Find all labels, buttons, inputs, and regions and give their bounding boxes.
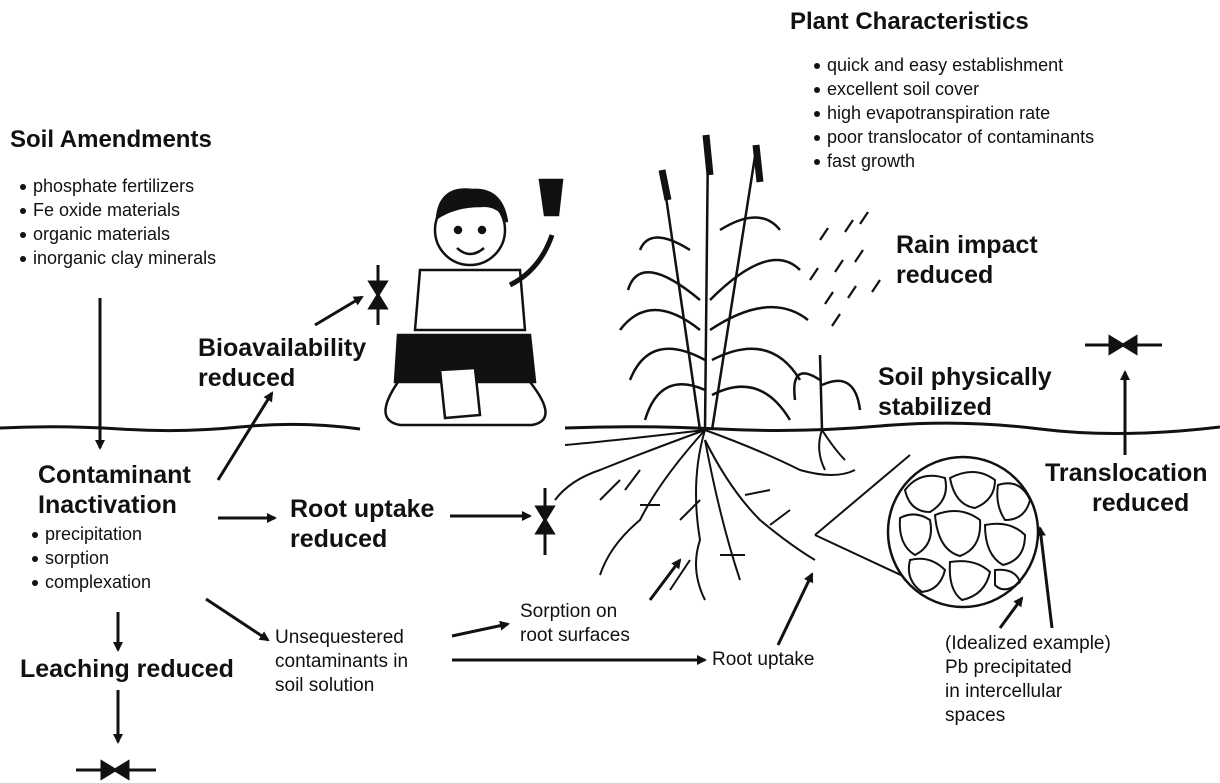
roots-illustration — [555, 430, 855, 600]
list-item: Fe oxide materials — [18, 198, 216, 222]
idealized-label-line1: (Idealized example) — [945, 632, 1111, 655]
list-item: high evapotranspiration rate — [812, 101, 1094, 125]
idealized-label-line2: Pb precipitated — [945, 656, 1072, 679]
sorption-root-label-line2: root surfaces — [520, 624, 630, 647]
list-item: excellent soil cover — [812, 77, 1094, 101]
soil-amendments-list: phosphate fertilizers Fe oxide materials… — [18, 174, 216, 270]
arrow-inactivation-to-unsequestered — [206, 599, 268, 640]
magnified-cells — [815, 455, 1038, 607]
plant-characteristics-title: Plant Characteristics — [790, 8, 1029, 36]
list-item: complexation — [30, 570, 151, 594]
sorption-root-label-line1: Sorption on — [520, 600, 617, 623]
root-uptake-reduced-label-line2: reduced — [290, 524, 387, 554]
soil-amendments-title: Soil Amendments — [10, 126, 212, 154]
leaching-reduced-label: Leaching reduced — [20, 654, 234, 684]
root-uptake-reduced-label-line1: Root uptake — [290, 494, 434, 524]
list-item: quick and easy establishment — [812, 53, 1094, 77]
plant-illustration — [620, 135, 860, 430]
block-symbol-translocation — [1085, 337, 1162, 353]
arrow-bioavailability-up — [315, 297, 362, 325]
unsequestered-label-line1: Unsequestered — [275, 626, 404, 649]
rain-impact-label-line1: Rain impact — [896, 230, 1038, 260]
soil-stabilized-label-line1: Soil physically — [878, 362, 1052, 392]
soil-stabilized-label-line2: stabilized — [878, 392, 992, 422]
list-item: inorganic clay minerals — [18, 246, 216, 270]
bioavailability-label-line1: Bioavailability — [198, 333, 366, 363]
list-item: poor translocator of contaminants — [812, 125, 1094, 149]
list-item: phosphate fertilizers — [18, 174, 216, 198]
block-symbol-root-uptake — [537, 488, 553, 555]
idealized-label-line4: spaces — [945, 704, 1005, 727]
contaminant-inactivation-title-line1: Contaminant — [38, 460, 191, 490]
translocation-label-line1: Translocation — [1045, 458, 1208, 488]
translocation-label-line2: reduced — [1092, 488, 1189, 518]
unsequestered-label-line2: contaminants in — [275, 650, 408, 673]
child-illustration — [385, 180, 562, 425]
arrow-inactivation-to-bioavailability — [218, 393, 272, 480]
rain-strokes — [810, 212, 880, 326]
block-symbol-leaching — [76, 762, 156, 778]
unsequestered-label-line3: soil solution — [275, 674, 374, 697]
root-uptake-label: Root uptake — [712, 648, 814, 671]
bioavailability-label-line2: reduced — [198, 363, 295, 393]
arrow-idealized-to-cell-2 — [1040, 528, 1052, 628]
plant-characteristics-list: quick and easy establishment excellent s… — [812, 53, 1094, 173]
arrow-idealized-to-cell-1 — [1000, 598, 1022, 628]
arrow-rootuptake-to-roots — [778, 574, 812, 645]
list-item: organic materials — [18, 222, 216, 246]
contaminant-inactivation-title-line2: Inactivation — [38, 490, 177, 520]
rain-impact-label-line2: reduced — [896, 260, 993, 290]
ground-line — [0, 423, 1220, 433]
list-item: fast growth — [812, 149, 1094, 173]
list-item: sorption — [30, 546, 151, 570]
list-item: precipitation — [30, 522, 151, 546]
block-symbol-bioavailability — [370, 265, 386, 325]
contaminant-inactivation-list: precipitation sorption complexation — [30, 522, 151, 594]
idealized-label-line3: in intercellular — [945, 680, 1062, 703]
arrow-unsequestered-to-sorption — [452, 624, 508, 636]
